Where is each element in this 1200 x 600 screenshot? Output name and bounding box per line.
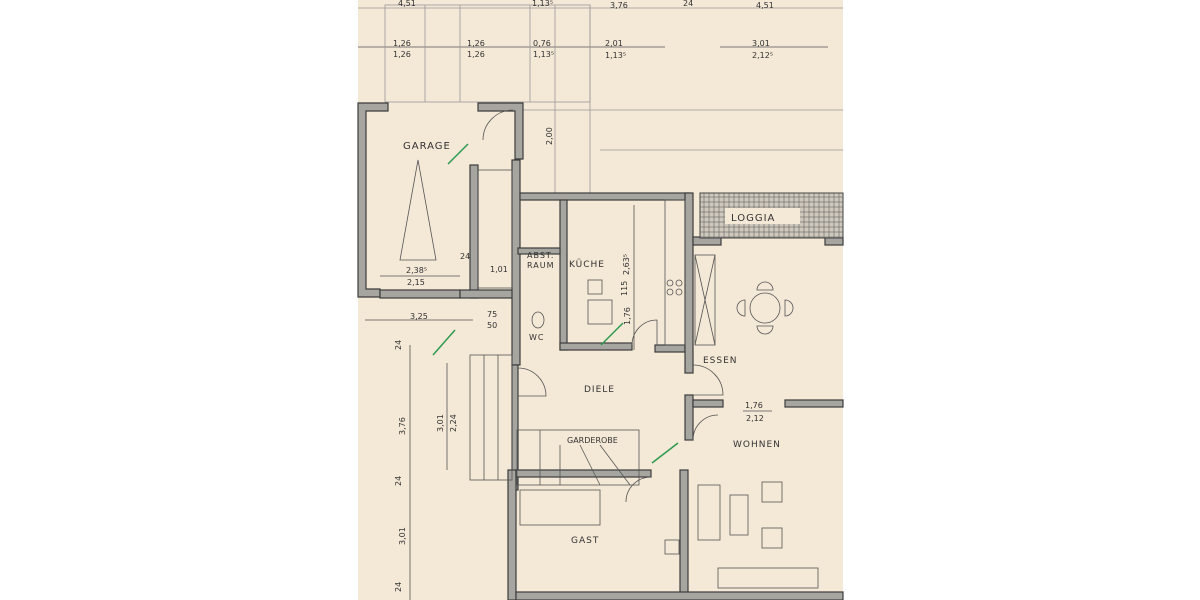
bed	[519, 489, 601, 526]
dim-second-3b: 1,13⁵	[533, 50, 554, 59]
car-outline	[399, 159, 437, 261]
room-label-abst: ABST.	[527, 251, 554, 260]
dim-entry-b: 2,24	[449, 414, 458, 432]
dim-left-1: 24	[394, 340, 403, 350]
toilet	[531, 311, 545, 329]
dim-opening-a: 1,76	[745, 401, 763, 410]
check-marks	[432, 143, 679, 464]
dim-second-1a: 1,26	[393, 39, 411, 48]
room-label-gast: GAST	[571, 536, 599, 546]
room-label-loggia: LOGGIA	[731, 213, 775, 224]
dim-kitchen-b: 115	[620, 281, 629, 296]
dim-stair-width: 1,01	[490, 265, 508, 274]
dim-kitchen-c: 1,76	[623, 307, 632, 325]
dim-second-2a: 1,26	[467, 39, 485, 48]
interior-stair	[516, 429, 640, 486]
dim-second-4b: 1,13⁵	[605, 51, 626, 60]
room-label-kueche: KÜCHE	[569, 259, 605, 270]
dim-left-5: 24	[394, 582, 403, 592]
dim-325: 3,25	[410, 312, 428, 321]
dining-table	[749, 292, 781, 324]
dim-garage-a: 2,38⁵	[406, 266, 427, 275]
room-label-garderobe: GARDEROBE	[567, 436, 618, 445]
dim-kitchen-a: 2,63⁵	[622, 254, 631, 275]
room-label-wc: WC	[529, 333, 545, 342]
dimensions: 4,51 1,13⁵ 3,76 24 4,51 1,26 1,26 1,26 1…	[365, 0, 774, 600]
dim-entry-a: 3,01	[436, 414, 445, 432]
dim-second-5b: 2,12⁵	[752, 51, 773, 60]
dim-second-1b: 1,26	[393, 50, 411, 59]
dim-second-5a: 3,01	[752, 39, 770, 48]
dim-left-3: 24	[394, 476, 403, 486]
dim-75: 75	[487, 310, 497, 319]
sofa	[697, 484, 721, 541]
dim-top-2: 1,13⁵	[532, 0, 553, 8]
dim-second-3a: 0,76	[533, 39, 551, 48]
dim-opening-b: 2,12	[746, 414, 764, 423]
dim-stair-24: 24	[460, 252, 470, 261]
door-swing	[517, 367, 547, 397]
room-label-raum: RAUM	[527, 261, 554, 270]
kitchen-counter	[664, 199, 686, 346]
dim-top-3: 3,76	[610, 1, 628, 10]
dim-top-5: 4,51	[756, 1, 774, 10]
dim-left-4: 3,01	[398, 527, 407, 545]
room-label-wohnen: WOHNEN	[733, 440, 781, 450]
room-label-diele: DIELE	[584, 385, 615, 395]
dim-second-4a: 2,01	[605, 39, 623, 48]
garage-stair	[477, 169, 513, 289]
dim-top-4: 24	[683, 0, 693, 8]
room-label-garage: GARAGE	[403, 141, 451, 152]
cabinet	[694, 254, 716, 346]
pencil-sketch	[358, 4, 843, 195]
dim-garage-b: 2,15	[407, 278, 425, 287]
dim-50: 50	[487, 321, 497, 330]
dim-top-1: 4,51	[398, 0, 416, 8]
coffee-table	[729, 494, 749, 536]
loggia: LOGGIA	[699, 192, 844, 239]
fixtures	[399, 109, 819, 589]
dim-second-2b: 1,26	[467, 50, 485, 59]
room-label-essen: ESSEN	[703, 356, 738, 366]
dim-left-2: 3,76	[398, 417, 407, 435]
dim-200: 2,00	[545, 127, 554, 145]
entry-steps	[469, 354, 513, 481]
walls	[357, 102, 844, 600]
